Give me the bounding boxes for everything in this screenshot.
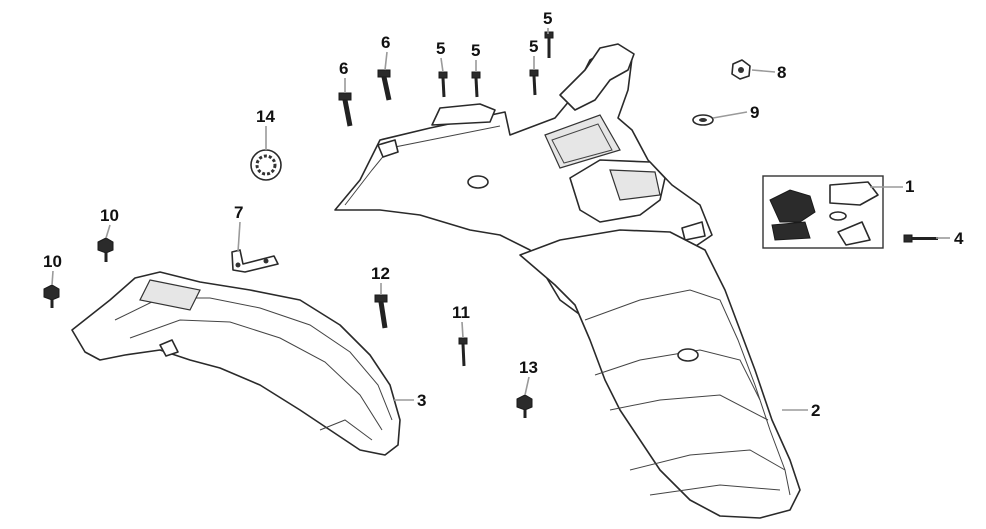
tail-light-kit xyxy=(762,175,884,249)
washer-part-9 xyxy=(692,114,714,126)
callout-6-a: 6 xyxy=(381,33,390,52)
callout-10-b: 10 xyxy=(43,252,62,271)
bolt-part-13 xyxy=(516,394,533,418)
rear-fender-assembly xyxy=(334,43,801,519)
clip-part-7 xyxy=(231,249,279,273)
lock-washer-part-14 xyxy=(250,149,282,181)
screw-part-5-a xyxy=(438,71,448,98)
callout-5-b: 5 xyxy=(436,39,445,58)
callout-3: 3 xyxy=(417,391,426,410)
screw-part-5-c xyxy=(529,69,539,96)
callout-9: 9 xyxy=(750,103,759,122)
callout-12: 12 xyxy=(371,264,390,283)
callout-4: 4 xyxy=(954,229,964,248)
callout-6-b: 6 xyxy=(339,59,348,78)
callout-labels: 1 2 3 4 5 5 5 5 6 6 7 8 9 10 10 11 12 13… xyxy=(43,9,964,420)
callout-1: 1 xyxy=(905,177,914,196)
callout-2: 2 xyxy=(811,401,820,420)
callout-7: 7 xyxy=(234,203,243,222)
bolt-part-6-left xyxy=(338,92,353,127)
nut-part-8 xyxy=(731,59,751,80)
callout-11: 11 xyxy=(452,303,470,322)
callout-10-a: 10 xyxy=(100,206,119,225)
bolt-part-10-lower xyxy=(43,284,60,308)
screw-part-5-d xyxy=(544,31,554,58)
callout-8: 8 xyxy=(777,63,786,82)
bolt-part-12 xyxy=(374,294,388,329)
screw-part-5-b xyxy=(471,71,481,98)
callout-14: 14 xyxy=(256,107,275,126)
bolt-part-10-upper xyxy=(97,237,114,262)
callout-5-d: 5 xyxy=(529,37,538,56)
front-fender xyxy=(71,271,401,456)
bolt-part-6-right xyxy=(377,69,392,101)
screw-part-11 xyxy=(458,337,468,367)
screw-part-4 xyxy=(903,234,938,243)
callout-13: 13 xyxy=(519,358,538,377)
callout-5-a: 5 xyxy=(543,9,552,28)
callout-5-c: 5 xyxy=(471,41,480,60)
leader-lines xyxy=(51,28,950,411)
